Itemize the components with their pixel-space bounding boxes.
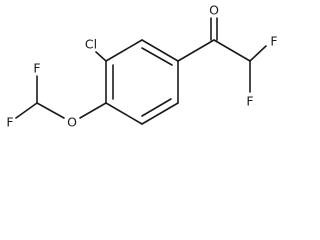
atom-label-fluorine-left-bottom: F	[6, 115, 13, 130]
ring-bond-4	[105, 102, 143, 125]
atom-label-chlorine: Cl	[85, 37, 97, 52]
atom-label-carbonyl-oxygen: O	[209, 3, 219, 18]
ring-bond-6	[105, 39, 143, 62]
carbonyl-to-chf2-bond	[213, 39, 251, 62]
ring-to-ether-oxygen-bond	[79, 102, 107, 119]
atom-label-fluorine-right-top: F	[270, 34, 277, 49]
ring-double-bond-1	[141, 47, 173, 66]
ring-to-chlorine-bond	[95, 51, 107, 62]
ring-bond-1	[141, 39, 179, 62]
chf2-to-f-top-bond	[249, 45, 267, 62]
left-chf2-to-f-bottom-bond	[15, 102, 38, 119]
molecule-drawing: O F F Cl O F F	[6, 3, 277, 130]
ring-bond-3	[141, 102, 179, 125]
atom-label-ether-oxygen: O	[67, 115, 77, 130]
ring-to-carbonyl-bond	[177, 39, 215, 62]
structure-canvas: O F F Cl O F F	[6, 3, 277, 130]
atom-label-fluorine-right-bottom: F	[246, 94, 253, 109]
atom-label-fluorine-left-top: F	[33, 61, 40, 76]
ether-oxygen-to-chf2-bond	[36, 102, 65, 119]
ring-double-bond-2	[141, 98, 172, 117]
